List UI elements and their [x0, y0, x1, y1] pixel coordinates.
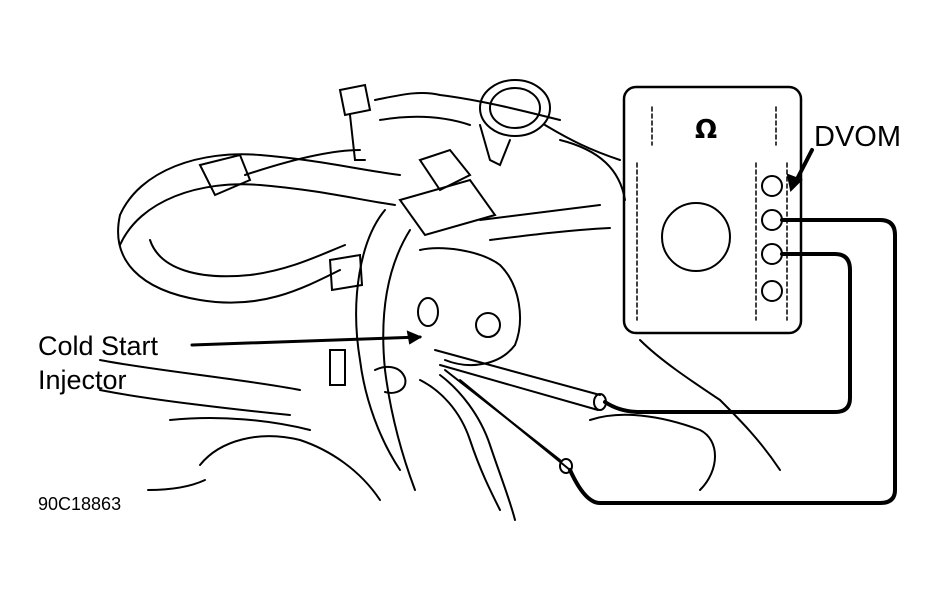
injector-label: Injector [38, 365, 127, 395]
figure-id: 90C18863 [38, 494, 122, 514]
meter-jack-4 [761, 280, 783, 302]
ohm-symbol: Ω [695, 115, 718, 145]
meter-jack-2 [761, 209, 783, 231]
injector-arrowhead [406, 330, 423, 345]
injector-pointer-line [190, 335, 422, 347]
figure-leader-line [147, 479, 206, 491]
meter-leads [568, 218, 897, 505]
meter-jack-1 [761, 175, 783, 197]
engine-bay-lines [99, 79, 781, 521]
test-probe [434, 349, 607, 474]
dvom-label: DVOM [814, 121, 901, 153]
dvom-meter [622, 85, 803, 335]
dvom-pointer-line [793, 148, 814, 185]
cold-start-label: Cold Start [38, 331, 159, 361]
meter-dial [661, 202, 731, 272]
meter-jack-3 [761, 243, 783, 265]
